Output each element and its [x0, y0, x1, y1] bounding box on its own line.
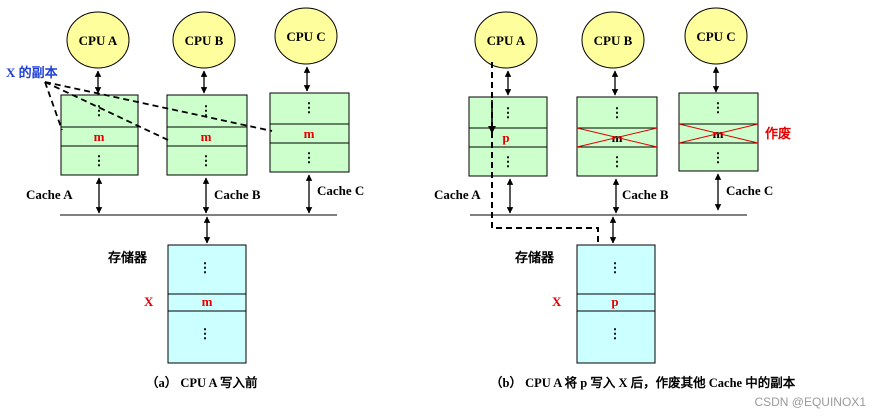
cache-row: p: [502, 130, 509, 145]
cache-row: ⋮: [303, 150, 316, 165]
memory-row: ⋮: [609, 326, 622, 341]
cache-row: m: [94, 129, 105, 144]
copies-pointers: [44, 81, 273, 141]
cache-label: Cache C: [726, 183, 773, 198]
cpu-a-left: CPU A: [66, 11, 130, 69]
cache-row: ⋮: [502, 154, 515, 169]
cpu-b-right: CPU B: [581, 11, 645, 69]
cache-a-right: ⋮ p ⋮: [468, 96, 548, 177]
caption-b: （b） CPU A 将 p 写入 X 后，作废其他 Cache 中的副本: [490, 375, 796, 390]
cache-row: ⋮: [200, 103, 213, 118]
cache-row: ⋮: [200, 153, 213, 168]
cpu-label: CPU A: [79, 33, 118, 48]
cache-row: m: [304, 126, 315, 141]
memory-right: ⋮ p ⋮: [576, 244, 656, 364]
memory-x-label: X: [552, 294, 562, 309]
cache-row: ⋮: [712, 150, 725, 165]
cache-b-right: ⋮ m ⋮: [576, 96, 658, 177]
panel-a: CPU A CPU B CPU C ⋮ m ⋮ ⋮ m ⋮: [6, 7, 364, 390]
memory-row: m: [202, 294, 213, 309]
cache-c-left: ⋮ m ⋮: [269, 92, 350, 173]
cpu-c-left: CPU C: [274, 7, 338, 65]
cpu-label: CPU A: [487, 33, 526, 48]
cpu-b-left: CPU B: [172, 11, 236, 69]
invalid-cross-icon: [678, 123, 759, 144]
cpu-c-right: CPU C: [684, 7, 748, 65]
cpu-label: CPU B: [185, 33, 224, 48]
memory-left: ⋮ m ⋮: [167, 244, 247, 364]
copies-label: X 的副本: [6, 65, 58, 80]
invalid-label: 作废: [765, 126, 791, 141]
cache-row: ⋮: [611, 105, 624, 120]
cache-row: ⋮: [502, 105, 515, 120]
cache-label: Cache B: [622, 187, 669, 202]
watermark: CSDN @EQUINOX1: [754, 395, 866, 409]
cpu-label: CPU C: [696, 29, 735, 44]
cache-row: m: [201, 129, 212, 144]
cache-row: ⋮: [712, 100, 725, 115]
cache-b-left: ⋮ m ⋮: [166, 94, 248, 176]
cache-a-left: ⋮ m ⋮: [60, 94, 139, 176]
cpu-a-right: CPU A: [474, 11, 538, 69]
cache-label: Cache A: [26, 187, 73, 202]
caption-a: （a） CPU A 写入前: [146, 375, 258, 390]
cache-label: Cache B: [214, 187, 261, 202]
memory-row: ⋮: [199, 326, 212, 341]
cpu-label: CPU C: [286, 29, 325, 44]
cache-label: Cache C: [317, 183, 364, 198]
memory-row: ⋮: [609, 260, 622, 275]
memory-label: 存储器: [515, 250, 555, 265]
cpu-label: CPU B: [594, 33, 633, 48]
memory-x-label: X: [144, 294, 154, 309]
cache-row: ⋮: [93, 103, 106, 118]
panel-b: CPU A CPU B CPU C ⋮ p ⋮ ⋮ m ⋮: [434, 7, 796, 390]
memory-row: ⋮: [199, 260, 212, 275]
memory-row: p: [611, 294, 618, 309]
cache-label: Cache A: [434, 187, 481, 202]
cache-row: ⋮: [611, 154, 624, 169]
memory-label: 存储器: [108, 250, 148, 265]
cache-row: ⋮: [93, 153, 106, 168]
cache-row: ⋮: [303, 100, 316, 115]
invalid-cross-icon: [576, 127, 658, 148]
cache-c-right: ⋮ m ⋮: [678, 92, 759, 172]
